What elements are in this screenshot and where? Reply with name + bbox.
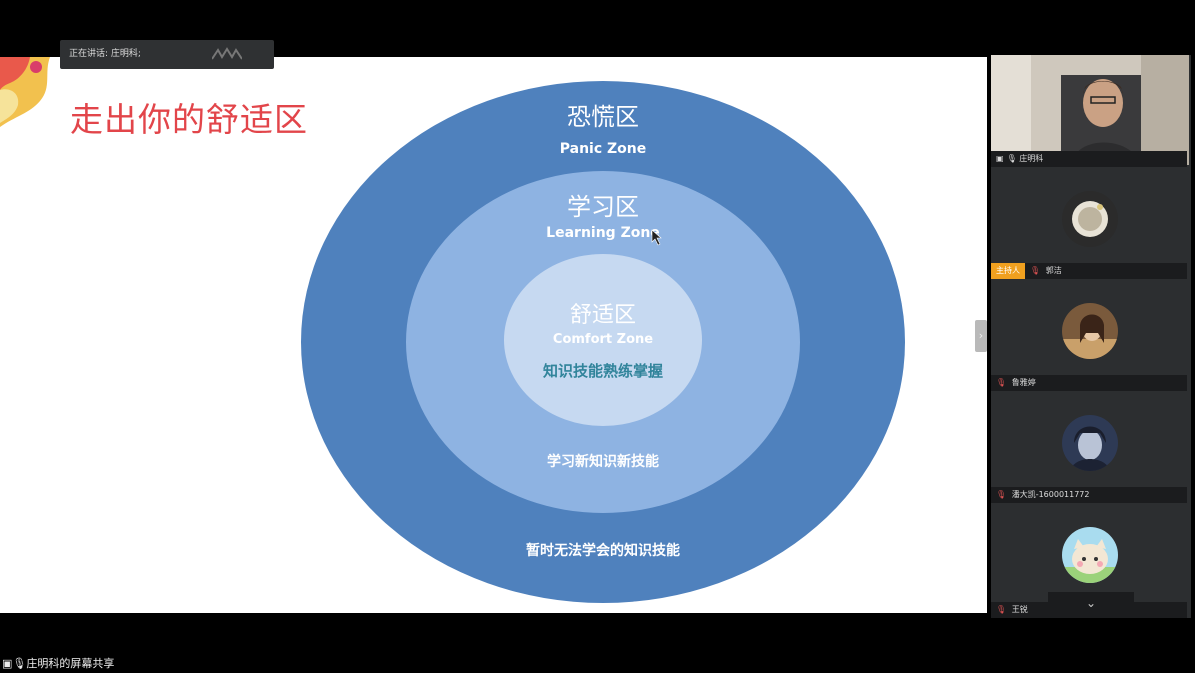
panic-zone-desc: 暂时无法学会的知识技能 bbox=[526, 542, 680, 559]
participant-tile[interactable]: 🎙 鲁雅婷 bbox=[991, 279, 1191, 391]
mic-icon: 🎙 bbox=[12, 657, 27, 670]
avatar bbox=[1062, 303, 1118, 359]
participant-namebar: 主持人 🎙 郭洁 bbox=[991, 263, 1187, 279]
screen-share-icon: ▣ bbox=[2, 657, 13, 670]
avatar bbox=[1062, 415, 1118, 471]
learning-zone-en: Learning Zone bbox=[546, 225, 660, 241]
screen-share-icon: ▣ bbox=[996, 154, 1004, 163]
comfort-zone-circle bbox=[504, 254, 702, 426]
comfort-zone-diagram: 恐慌区 Panic Zone 学习区 Learning Zone 舒适区 Com… bbox=[301, 81, 905, 603]
screen-share-status: ▣🎙庄明科的屏幕共享 bbox=[2, 655, 114, 671]
mouse-cursor-icon bbox=[651, 229, 662, 246]
participant-namebar: 🎙 潘大凯-1600011772 bbox=[991, 487, 1187, 503]
collapse-panel-button[interactable]: › bbox=[975, 320, 987, 352]
participant-name: 王锐 bbox=[1011, 605, 1028, 614]
avatar bbox=[1062, 191, 1118, 247]
webcam-image bbox=[991, 55, 1189, 165]
comfort-zone-cn: 舒适区 bbox=[570, 303, 636, 328]
mic-muted-icon: 🎙 bbox=[996, 605, 1007, 614]
panic-zone-cn: 恐慌区 bbox=[567, 103, 639, 131]
scroll-down-button[interactable]: ⌄ bbox=[1048, 592, 1134, 614]
learning-zone-cn: 学习区 bbox=[567, 193, 639, 221]
participant-tile[interactable]: 主持人 🎙 郭洁 bbox=[991, 167, 1191, 279]
speaking-label: 正在讲话: 庄明科; bbox=[69, 49, 141, 59]
participants-panel: ▣🎙 庄明科 主持人🎙 郭洁 bbox=[991, 55, 1191, 618]
mic-icon: 🎙 bbox=[1006, 154, 1017, 163]
decorative-paint-splash bbox=[0, 57, 50, 127]
participant-namebar: ▣🎙 庄明科 bbox=[991, 151, 1187, 167]
mic-muted-icon: 🎙 bbox=[996, 378, 1007, 387]
chevron-down-icon: ⌄ bbox=[1085, 596, 1097, 610]
panic-zone-en: Panic Zone bbox=[560, 141, 647, 157]
participant-tile[interactable]: 🎙 王锐 bbox=[991, 503, 1191, 618]
participant-name: 郭洁 bbox=[1045, 266, 1062, 275]
speaking-indicator: 正在讲话: 庄明科; bbox=[60, 40, 274, 69]
chevron-right-icon: › bbox=[978, 329, 984, 342]
avatar bbox=[1062, 527, 1118, 583]
screen-share-label: 庄明科的屏幕共享 bbox=[26, 657, 115, 670]
comfort-zone-en: Comfort Zone bbox=[553, 332, 653, 347]
mic-muted-icon: 🎙 bbox=[996, 490, 1007, 499]
shared-slide: 走出你的舒适区 恐慌区 Panic Zone 学习区 Learning Zone… bbox=[0, 57, 987, 613]
participant-name: 庄明科 bbox=[1019, 154, 1044, 163]
host-badge: 主持人 bbox=[991, 263, 1025, 279]
audio-wave-icon bbox=[212, 47, 242, 60]
participant-name: 鲁雅婷 bbox=[1011, 378, 1036, 387]
participant-video bbox=[991, 55, 1189, 165]
participant-tile[interactable]: ▣🎙 庄明科 bbox=[991, 55, 1191, 167]
participant-namebar: 🎙 鲁雅婷 bbox=[991, 375, 1187, 391]
participant-name: 潘大凯-1600011772 bbox=[1011, 490, 1090, 499]
mic-muted-icon: 🎙 bbox=[1030, 266, 1041, 275]
slide-title: 走出你的舒适区 bbox=[70, 100, 308, 139]
comfort-zone-desc: 知识技能熟练掌握 bbox=[543, 362, 663, 380]
participant-tile[interactable]: 🎙 潘大凯-1600011772 bbox=[991, 391, 1191, 503]
learning-zone-desc: 学习新知识新技能 bbox=[547, 453, 659, 470]
